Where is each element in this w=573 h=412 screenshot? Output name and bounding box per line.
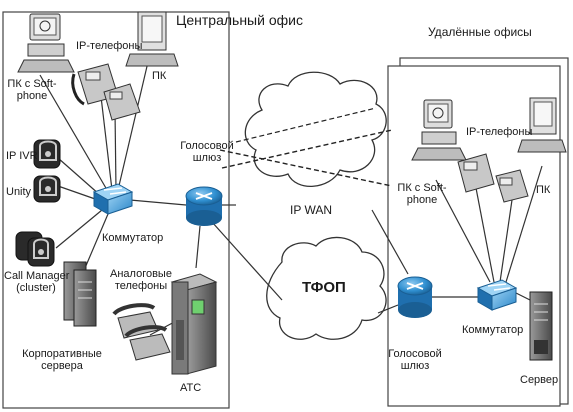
server-icon xyxy=(529,291,553,361)
analog-phone-icon xyxy=(112,303,159,339)
pstn-cloud xyxy=(266,236,387,340)
ip-phone-icon xyxy=(457,153,495,193)
ip-phone-icon xyxy=(495,169,529,203)
analog-phones-label: Аналоговые телефоны xyxy=(110,268,172,292)
server-label: Сервер xyxy=(520,374,559,386)
remote-ip-phones-label: IP-телефоны xyxy=(466,126,533,138)
central-switch-label: Коммутатор xyxy=(102,232,164,244)
unity-label: Unity xyxy=(6,186,32,198)
pc-icon xyxy=(517,97,567,153)
ip-wan-cloud xyxy=(244,71,387,187)
pbx-label: АТС xyxy=(180,382,202,394)
corporate-servers-icon xyxy=(63,261,97,327)
remote-pc-softphone-label: ПК с Soft- phone xyxy=(397,182,447,206)
call-manager-label: Call Manager (cluster) xyxy=(4,270,70,294)
remote-switch-label: Коммутатор xyxy=(462,324,524,336)
wan-dashed-link xyxy=(221,129,393,169)
central-office-title: Центральный офис xyxy=(176,12,303,28)
pc-softphone-icon xyxy=(17,13,75,73)
remote-offices-title: Удалённые офисы xyxy=(428,25,532,39)
remote-links xyxy=(371,165,543,314)
ip-phone-icon xyxy=(103,83,141,121)
central-pc-label: ПК xyxy=(152,70,167,82)
analog-phone-icon xyxy=(124,325,171,361)
central-ip-phones-label: IP-телефоны xyxy=(76,40,143,52)
ip-wan-label: IP WAN xyxy=(290,203,333,217)
remote-voice-gateway-label: Голосовой шлюз xyxy=(388,348,442,372)
central-links xyxy=(39,61,283,336)
ip-ivr-server-icon xyxy=(33,139,61,169)
central-voice-gateway-icon xyxy=(185,186,223,226)
central-switch-icon xyxy=(92,183,134,215)
central-pc-softphone-label: ПК с Soft- phone xyxy=(7,78,57,102)
pc-icon xyxy=(125,11,179,67)
wan-dashed-link xyxy=(219,149,393,187)
remote-switch-icon xyxy=(476,279,518,311)
corporate-servers-label: Корпоративные сервера xyxy=(22,348,102,372)
central-voice-gateway-label: Голосовой шлюз xyxy=(180,140,234,164)
pstn-label: ТФОП xyxy=(302,279,346,296)
pbx-icon xyxy=(170,273,218,375)
central-office-frame xyxy=(2,11,230,409)
remote-pc-label: ПК xyxy=(536,184,551,196)
unity-server-icon xyxy=(33,175,61,203)
ip-ivr-label: IP IVR xyxy=(6,150,38,162)
call-manager-cluster-icon xyxy=(15,231,55,267)
wan-dashed-link xyxy=(235,107,377,143)
pc-softphone-icon xyxy=(411,99,467,161)
remote-voice-gateway-icon xyxy=(397,276,433,318)
